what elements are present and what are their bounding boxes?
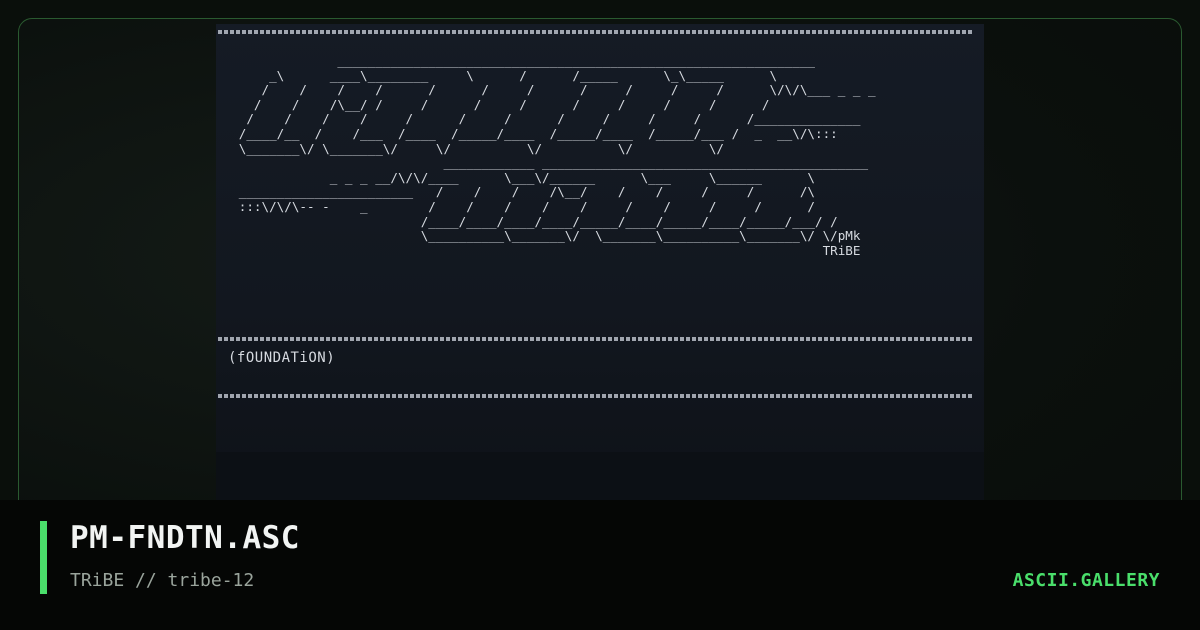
ascii-art-text: ________________________________________… [238, 53, 876, 258]
bottom-divider-rule [218, 394, 974, 398]
preview-bottom-shade [216, 452, 984, 500]
info-footer [0, 500, 1200, 630]
accent-bar [40, 521, 47, 594]
file-title: PM-FNDTN.ASC [70, 520, 300, 556]
art-caption: (fOUNDATiON) [228, 350, 336, 366]
top-divider-rule [218, 30, 974, 34]
file-subtitle: TRiBE // tribe-12 [70, 570, 255, 591]
site-brand[interactable]: ASCII.GALLERY [1012, 570, 1160, 591]
ascii-art-preview[interactable]: ________________________________________… [216, 24, 984, 500]
middle-divider-rule [218, 337, 974, 341]
